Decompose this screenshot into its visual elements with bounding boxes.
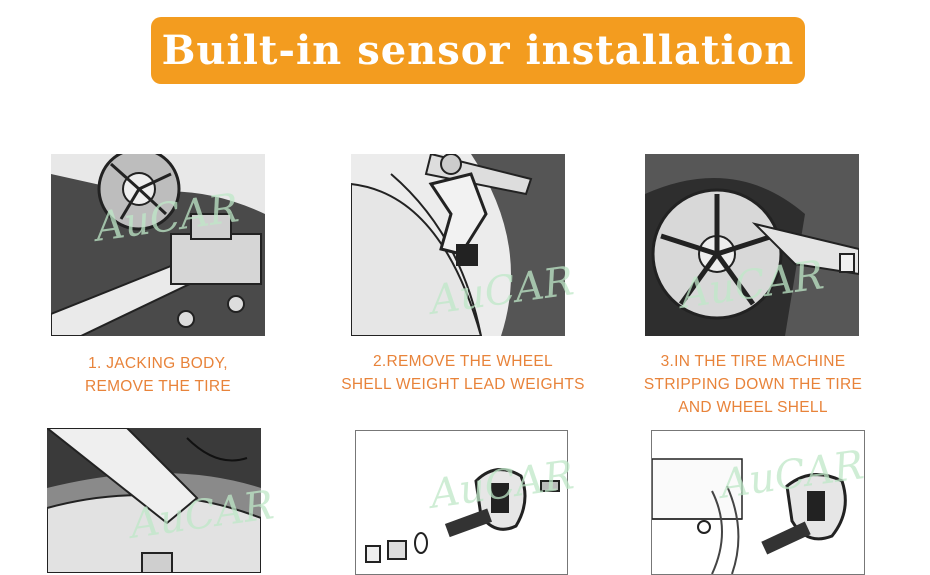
sensor-mount-drawing [652,458,847,574]
title-banner: Built-in sensor installation [151,17,805,84]
illustration-jacking-body [51,154,265,336]
step-2-caption: 2.REMOVE THE WHEEL SHELL WEIGHT LEAD WEI… [341,353,585,393]
illustration-remove-weights [351,154,565,336]
step-3-caption: 3.IN THE TIRE MACHINE STRIPPING DOWN THE… [643,353,863,416]
illustration-sensor-parts [355,430,568,575]
illustration-sensor-mount [651,430,865,575]
page-title: Built-in sensor installation [161,27,795,74]
jack-drawing [51,154,265,336]
illustration-bead-break [47,428,261,573]
bead-break-drawing [47,428,261,573]
illustration-tire-machine [645,154,859,336]
tire-machine-drawing [645,178,859,336]
step-1-caption: 1. JACKING BODY, REMOVE THE TIRE [84,355,232,395]
sensor-parts-drawing [365,468,560,563]
wheel-weight-drawing [351,154,565,336]
